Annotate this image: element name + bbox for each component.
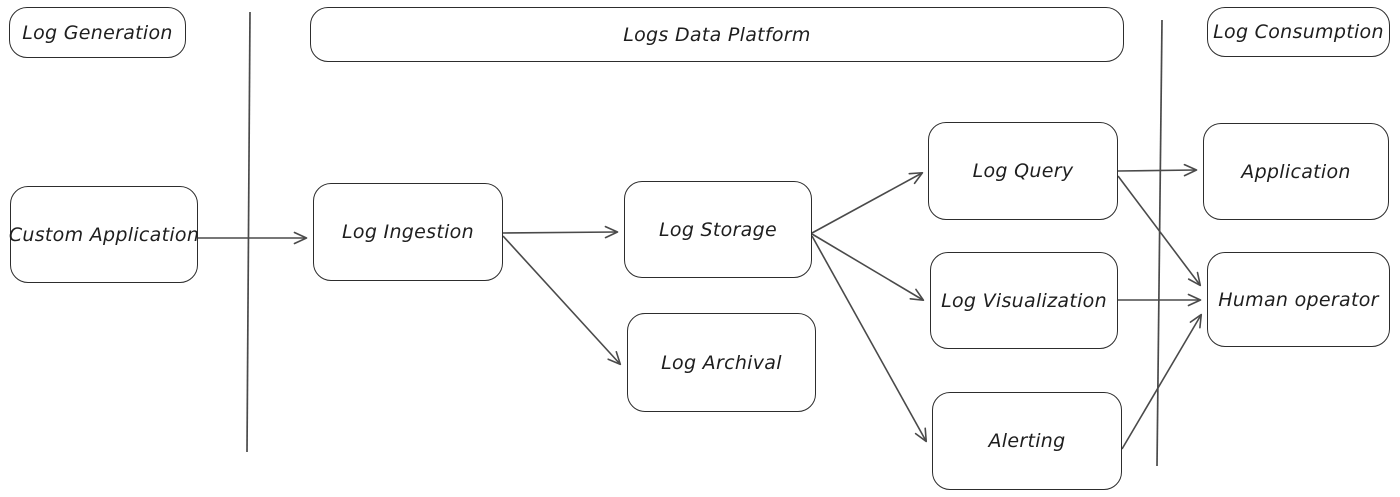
edge-log-ingestion-to-log-archival[interactable] [502, 235, 622, 366]
node-log-visualization-label: Log Visualization [941, 289, 1107, 312]
section-log-consumption[interactable]: Log Consumption [1207, 7, 1390, 57]
section-log-consumption-label: Log Consumption [1213, 21, 1384, 43]
section-log-generation-label: Log Generation [22, 21, 173, 44]
node-custom-application[interactable]: Custom Application [8, 186, 200, 283]
node-human-operator-label: Human operator [1218, 288, 1379, 311]
node-application[interactable]: Application [1203, 123, 1389, 220]
edge-log-storage-to-log-visualization[interactable] [811, 233, 925, 302]
section-logs-data-platform-label: Logs Data Platform [623, 23, 811, 46]
node-custom-application-label: Custom Application [8, 223, 200, 246]
node-log-query-label: Log Query [972, 160, 1074, 182]
node-human-operator[interactable]: Human operator [1207, 252, 1390, 347]
node-log-archival[interactable]: Log Archival [627, 313, 816, 412]
divider-generation-platform[interactable] [246, 11, 251, 453]
edge-log-ingestion-to-log-storage[interactable] [502, 225, 619, 239]
node-log-query[interactable]: Log Query [928, 122, 1118, 220]
node-log-storage-label: Log Storage [659, 218, 777, 241]
section-logs-data-platform[interactable]: Logs Data Platform [310, 7, 1124, 62]
node-application-label: Application [1241, 160, 1351, 183]
node-alerting-label: Alerting [988, 430, 1066, 452]
edge-log-query-to-human-operator[interactable] [1117, 175, 1202, 287]
node-log-archival-label: Log Archival [661, 351, 782, 374]
edge-log-storage-to-log-query[interactable] [811, 171, 924, 234]
edge-alerting-to-human-operator[interactable] [1121, 313, 1203, 450]
node-log-ingestion[interactable]: Log Ingestion [313, 183, 503, 281]
node-alerting[interactable]: Alerting [932, 392, 1122, 490]
node-log-ingestion-label: Log Ingestion [342, 221, 474, 243]
node-log-visualization[interactable]: Log Visualization [930, 252, 1118, 349]
edge-log-storage-to-alerting[interactable] [811, 235, 928, 443]
node-log-storage[interactable]: Log Storage [624, 181, 812, 278]
section-log-generation[interactable]: Log Generation [9, 7, 186, 58]
divider-platform-consumption[interactable] [1156, 19, 1163, 467]
edge-log-query-to-application[interactable] [1117, 163, 1198, 177]
